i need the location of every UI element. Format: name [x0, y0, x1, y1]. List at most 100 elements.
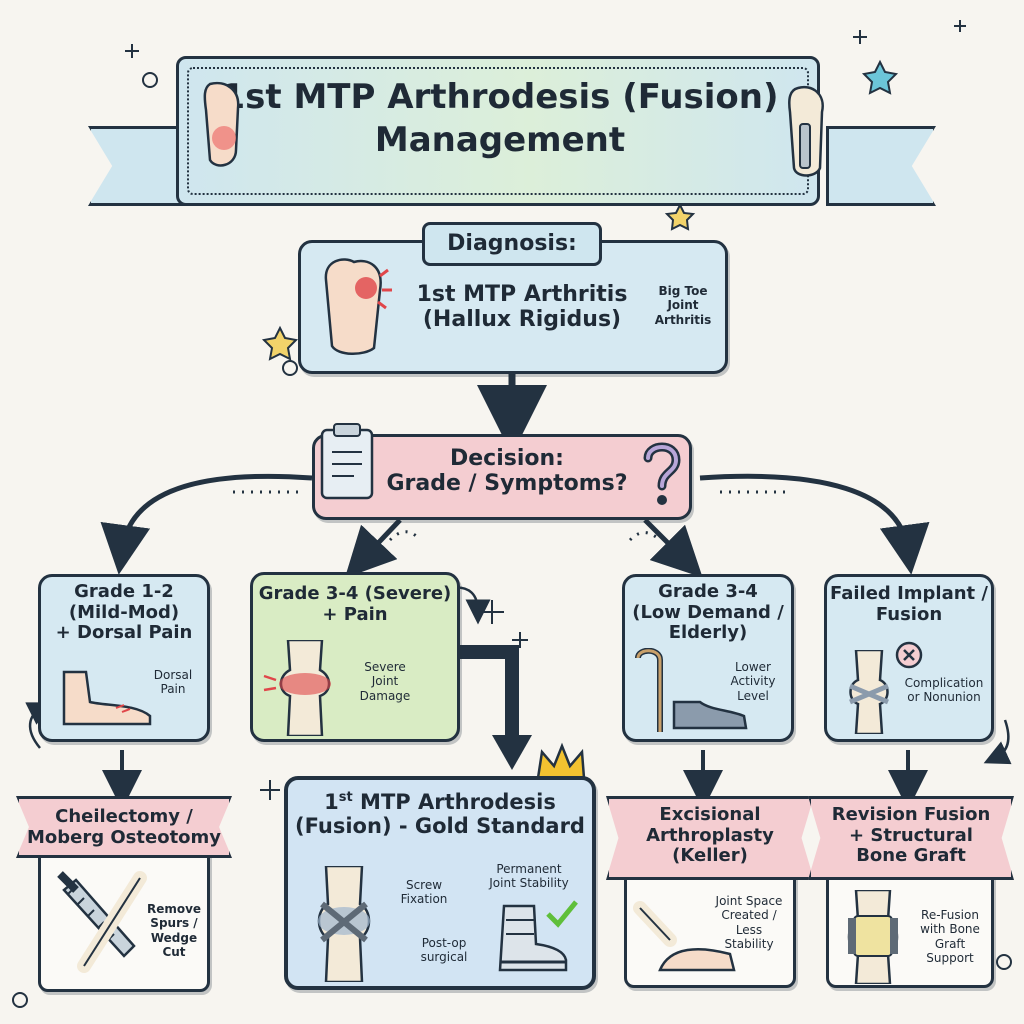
note-line: surgical: [420, 950, 468, 965]
fusion-title-line2: (Fusion) - Gold Standard: [295, 814, 585, 839]
title-line: (Low Demand /: [632, 601, 784, 623]
title-line: Arthroplasty: [646, 824, 774, 846]
title-line: Moberg Osteotomy: [26, 826, 222, 848]
crown-icon: [536, 742, 586, 780]
note-line: Complication: [904, 676, 984, 690]
stability-note: Permanent Joint Stability: [470, 862, 588, 891]
checkmark-icon: [546, 900, 578, 928]
decision-title: Decision: Grade / Symptoms?: [372, 446, 642, 497]
foot-side-icon: [62, 670, 152, 726]
note-line: Less: [735, 922, 763, 937]
page-title-line2: Management: [374, 119, 626, 160]
note-line: Joint Space: [715, 894, 783, 908]
decision-box: [312, 434, 692, 520]
postop-boot-icon: [498, 904, 568, 972]
note-line: Dorsal: [153, 668, 193, 682]
outcome-4-note: Re-Fusion with Bone Graft Support: [910, 908, 990, 966]
title-line: Failed Implant /: [829, 583, 988, 604]
bone-graft-joint-icon: [847, 890, 899, 984]
note-line: Support: [926, 951, 974, 966]
outcome-1-note: Remove Spurs / Wedge Cut: [140, 902, 208, 960]
clipboard-icon: [320, 423, 374, 500]
title-part: 1: [324, 790, 339, 814]
title-line: Fusion: [875, 603, 943, 625]
title-line: (Keller): [672, 845, 748, 867]
diagnosis-title: 1st MTP Arthritis (Hallux Rigidus): [392, 282, 652, 333]
fusion-title: 1st MTP Arthrodesis (Fusion) - Gold Stan…: [290, 790, 590, 838]
note-line: Remove: [146, 902, 202, 916]
question-mark-icon: [643, 442, 681, 505]
note-line: Pain: [160, 682, 186, 697]
decision-line1: Decision:: [450, 446, 564, 471]
outcome-1-ribbon: Cheilectomy / Moberg Osteotomy: [16, 796, 232, 858]
note-line: or Nonunion: [907, 690, 981, 705]
branch-grade-3-4-severe-box: [250, 572, 460, 742]
title-line: Excisional: [659, 804, 761, 825]
title-line: + Pain: [322, 603, 388, 625]
fusion-title-line1: 1st MTP Arthrodesis: [290, 790, 590, 814]
note-line: Damage: [359, 688, 411, 703]
title-line: Elderly): [668, 622, 748, 644]
note-line: Screw: [405, 878, 443, 892]
note-line: Wedge: [150, 930, 198, 945]
note-line: with Bone: [920, 922, 980, 937]
decision-line2: Grade / Symptoms?: [386, 471, 628, 497]
diagnosis-note: Big Toe Joint Arthritis: [644, 284, 722, 327]
note-line: Level: [737, 688, 769, 703]
title-line: Grade 3-4: [658, 581, 758, 602]
title-line: + Dorsal Pain: [55, 622, 193, 644]
arthritic-toe-icon: [203, 81, 240, 167]
title-line: + Structural: [849, 824, 973, 846]
note-line: Joint: [667, 298, 699, 313]
screw-note: Screw Fixation: [392, 878, 456, 907]
banner-tail-right: [826, 126, 936, 206]
arrow-decision-to-branch-2: [344, 518, 402, 579]
failed-implant-joint-icon: [849, 650, 889, 734]
branch-3-note: Lower Activity Level: [718, 660, 788, 703]
note-line: Post-op: [421, 936, 467, 950]
note-line: Severe: [364, 660, 406, 674]
diagnosis-label: Diagnosis:: [422, 222, 602, 266]
note-line: Cut: [162, 945, 186, 960]
outcome-3-ribbon: Excisional Arthroplasty (Keller): [606, 796, 814, 880]
note-line: Big Toe: [658, 284, 708, 298]
title-sup: st: [338, 790, 353, 805]
resected-toe-icon: [633, 901, 736, 972]
page-title: 1st MTP Arthrodesis (Fusion) Management: [200, 76, 800, 161]
arrow-decision-to-branch-4: [699, 473, 930, 575]
branch-4-note: Complication or Nonunion: [896, 676, 992, 705]
error-x-icon: [895, 641, 923, 669]
note-line: Permanent: [496, 862, 562, 876]
fused-toe-icon: [788, 85, 824, 177]
title-line: Cheilectomy /: [55, 806, 193, 827]
star-icon: [861, 59, 899, 95]
cane-icon: [635, 648, 663, 732]
title-line: Grade 3-4 (Severe): [258, 583, 452, 604]
foot-pain-icon: [324, 258, 392, 355]
page-title-line1: 1st MTP Arthrodesis (Fusion): [221, 77, 779, 117]
arrow-decision-to-branch-3: [643, 518, 703, 578]
note-line: Joint Stability: [489, 876, 569, 891]
branch-1-note: Dorsal Pain: [140, 668, 206, 697]
note-line: Re-Fusion: [921, 908, 979, 922]
note-line: Activity: [730, 674, 776, 689]
damaged-joint-icon: [263, 640, 331, 736]
title-line: (Mild-Mod): [68, 601, 180, 623]
outcome-3-note: Joint Space Created / Less Stability: [706, 894, 792, 952]
branch-1-title: Grade 1-2 (Mild-Mod) + Dorsal Pain: [40, 581, 208, 644]
branch-2-note: Severe Joint Damage: [350, 660, 420, 703]
title-banner: [176, 56, 820, 206]
note-line: Fixation: [400, 892, 448, 907]
title-line: Bone Graft: [856, 845, 966, 867]
branch-2-title: Grade 3-4 (Severe) + Pain: [252, 583, 458, 625]
note-line: Joint: [371, 674, 399, 689]
title-part: MTP Arthrodesis: [352, 790, 556, 814]
branch-3-title: Grade 3-4 (Low Demand / Elderly): [624, 581, 792, 644]
arrow-decision-to-branch-1: [100, 473, 313, 575]
note-line: Lower: [735, 660, 771, 674]
shoe-icon: [672, 700, 748, 730]
note-line: Graft: [934, 936, 966, 951]
branch-4-title: Failed Implant / Fusion: [826, 583, 992, 625]
note-line: Arthritis: [654, 312, 712, 327]
